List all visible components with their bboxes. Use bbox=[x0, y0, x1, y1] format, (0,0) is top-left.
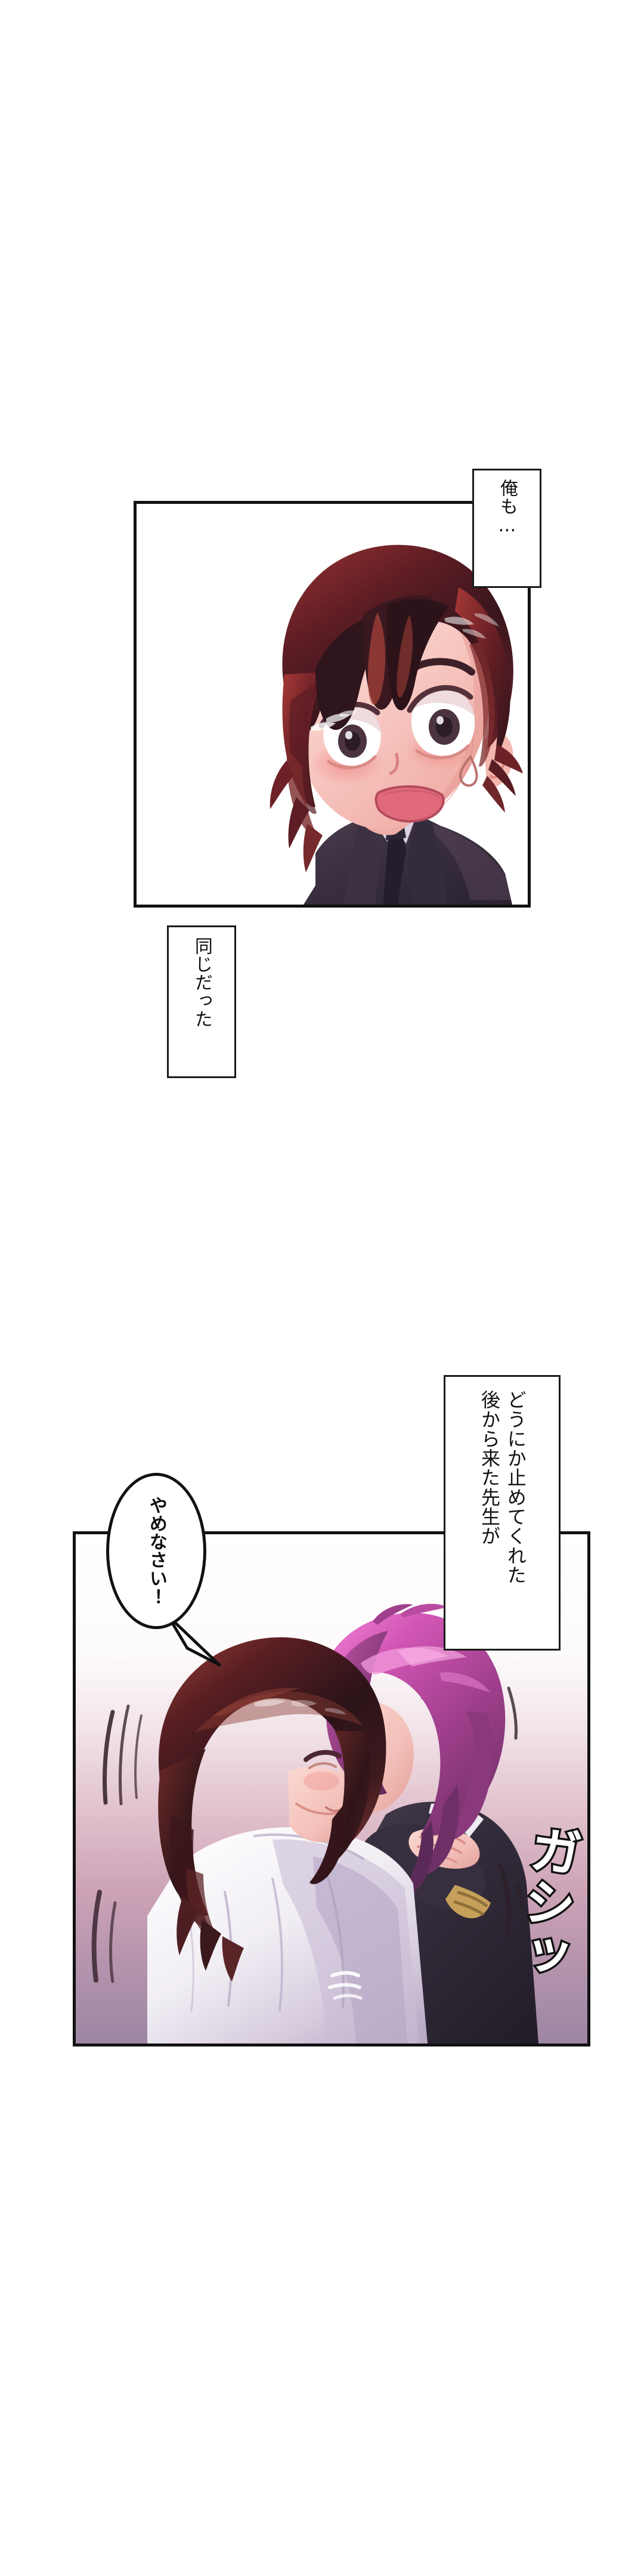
caption-ore-mo-text: 俺も… bbox=[496, 479, 518, 537]
caption-sensei-tomete-left-column: どうにか止めてくれた bbox=[504, 1390, 527, 1585]
speech-balloon-tail bbox=[166, 1614, 221, 1667]
caption-sensei-tomete: どうにか止めてくれた 後から来た先生が bbox=[444, 1375, 561, 1651]
caption-onaji-datta: 同じだった bbox=[167, 925, 236, 1078]
speech-balloon-yamenasai-text: やめなさい！ bbox=[145, 1496, 167, 1606]
caption-ore-mo: 俺も… bbox=[472, 469, 541, 588]
caption-sensei-tomete-right-column: 後から来た先生が bbox=[478, 1390, 501, 1546]
panel-1-artwork bbox=[137, 504, 528, 905]
two-girls-illustration bbox=[76, 1534, 587, 2044]
panel-boy-reaction bbox=[134, 501, 531, 908]
speech-balloon-yamenasai: やめなさい！ bbox=[106, 1473, 206, 1629]
caption-onaji-datta-text: 同じだった bbox=[191, 937, 212, 1028]
boy-illustration bbox=[270, 544, 523, 905]
